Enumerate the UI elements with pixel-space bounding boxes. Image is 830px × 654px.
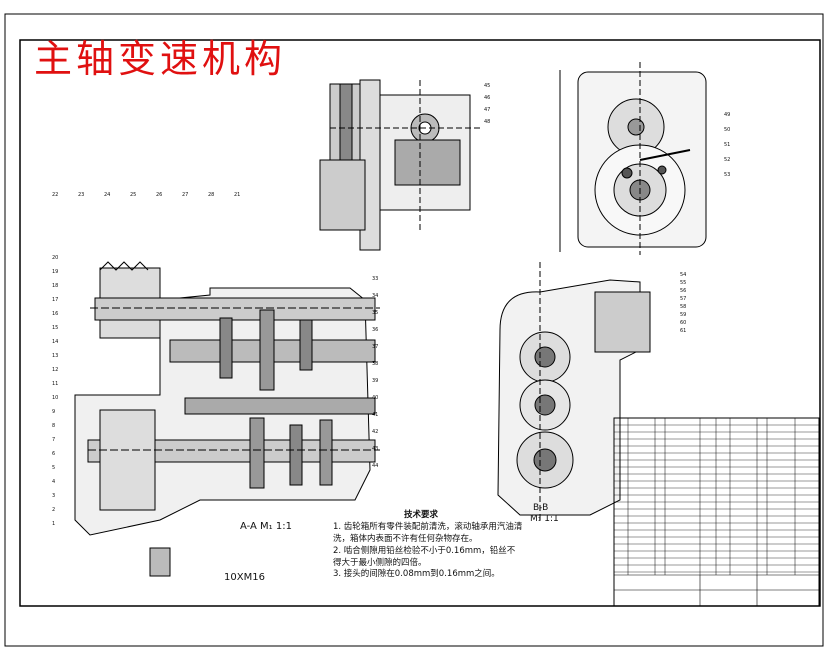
note-2: 2. 啮合侧隙用铅丝检验不小于0.16mm，铅丝不得大于最小侧隙的四倍。	[333, 546, 516, 568]
callout-28: 28	[208, 192, 215, 198]
callout-10: 10	[52, 395, 59, 401]
callout-17: 17	[52, 297, 59, 303]
title-block-grid	[613, 417, 820, 607]
callout-1: 1	[52, 521, 56, 527]
callout-27: 27	[182, 192, 189, 198]
note-3: 3. 接头的间隙在0.08mm到0.16mm之间。	[333, 569, 500, 579]
callout-20: 20	[52, 255, 59, 261]
callout-41: 41	[372, 412, 379, 418]
callout-34: 34	[372, 293, 379, 299]
callout-25: 25	[130, 192, 137, 198]
callout-4: 4	[52, 479, 56, 485]
callout-22: 22	[52, 192, 59, 198]
callout-24: 24	[104, 192, 111, 198]
callout-15: 15	[52, 325, 59, 331]
callout-50: 50	[724, 127, 731, 133]
note-1: 1. 齿轮箱所有零件装配前清洗，滚动轴承用汽油清洗，箱体内表面不许有任何杂物存在…	[333, 522, 523, 544]
callout-9: 9	[52, 409, 56, 415]
callout-58: 58	[680, 304, 687, 310]
callout-47: 47	[484, 107, 491, 113]
title-block-rows	[614, 424, 819, 573]
callout-60: 60	[680, 320, 687, 326]
callout-61: 61	[680, 328, 687, 334]
callout-40: 40	[372, 395, 379, 401]
notes-heading: 技术要求	[404, 510, 439, 520]
callout-46: 46	[484, 95, 491, 101]
callout-43: 43	[372, 446, 379, 452]
callout-48: 48	[484, 119, 491, 125]
callout-11: 11	[52, 381, 59, 387]
title-block-footer	[614, 574, 819, 606]
callout-13: 13	[52, 353, 59, 359]
callout-39: 39	[372, 378, 379, 384]
callout-36: 36	[372, 327, 379, 333]
callout-14: 14	[52, 339, 59, 345]
callout-33: 33	[372, 276, 379, 282]
view-label-aa: A-A M₁ 1:1	[240, 521, 292, 532]
callout-23: 23	[78, 192, 85, 198]
callout-38: 38	[372, 361, 379, 367]
callout-8: 8	[52, 423, 56, 429]
callout-45: 45	[484, 83, 491, 89]
callout-5: 5	[52, 465, 56, 471]
callout-59: 59	[680, 312, 687, 318]
callout-7: 7	[52, 437, 56, 443]
callout-6: 6	[52, 451, 56, 457]
callout-2: 2	[52, 507, 56, 513]
callout-51: 51	[724, 142, 731, 148]
callout-44: 44	[372, 463, 379, 469]
section-aa	[74, 261, 380, 577]
callout-18: 18	[52, 283, 59, 289]
callout-35: 35	[372, 310, 379, 316]
callout-19: 19	[52, 269, 59, 275]
callout-53: 53	[724, 172, 731, 178]
callout-26: 26	[156, 192, 163, 198]
drawing-title: 主轴变速机构	[34, 37, 287, 81]
top-view	[319, 79, 480, 251]
callout-21: 21	[234, 192, 241, 198]
callout-52: 52	[724, 157, 731, 163]
callout-55: 55	[680, 280, 687, 286]
callout-3: 3	[52, 493, 56, 499]
callout-12: 12	[52, 367, 59, 373]
side-view	[559, 62, 707, 255]
callout-42: 42	[372, 429, 379, 435]
callout-16: 16	[52, 311, 59, 317]
inner-border	[19, 39, 821, 607]
callout-37: 37	[372, 344, 379, 350]
callout-57: 57	[680, 296, 687, 302]
view-label-bb: B-B	[533, 503, 549, 513]
view-label-bb-scale: M₁ 1:1	[530, 514, 559, 524]
section-bb	[497, 262, 651, 520]
bolt-label: 10XM16	[224, 572, 265, 583]
callout-49: 49	[724, 112, 731, 118]
callout-54: 54	[680, 272, 687, 278]
outer-border	[4, 13, 824, 647]
callout-56: 56	[680, 288, 687, 294]
